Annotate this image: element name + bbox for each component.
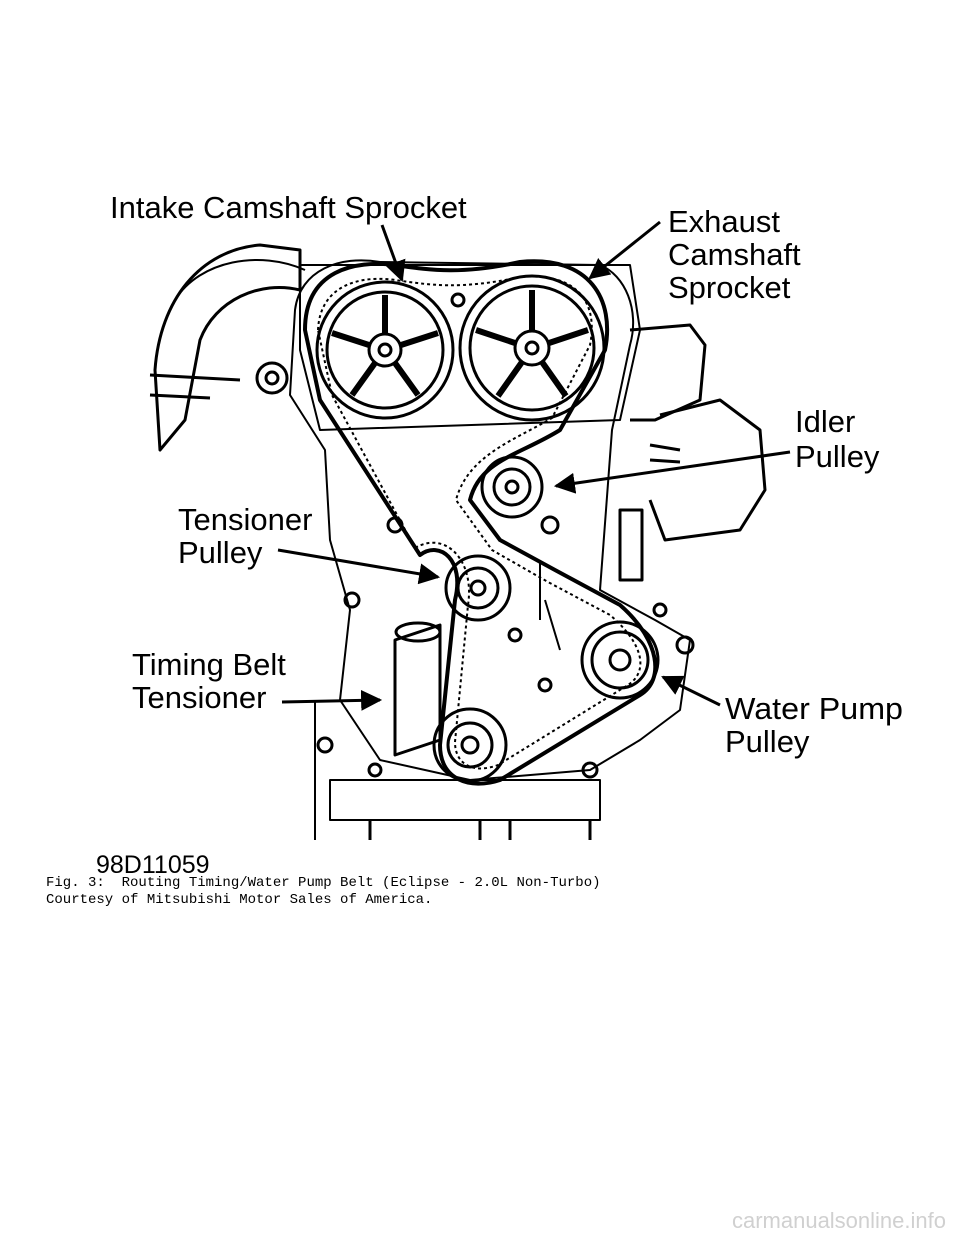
label-exhaust-line2: Camshaft (668, 237, 801, 272)
arrow-belt-tensioner (281, 689, 383, 711)
figure-code: 98D11059 (96, 851, 210, 879)
leader-arrows (277, 220, 791, 711)
label-idler-line1: Idler (795, 404, 855, 439)
label-water-pump-line1: Water Pump (725, 691, 903, 726)
label-exhaust-line3: Sprocket (668, 270, 791, 305)
label-intake-camshaft-sprocket: Intake Camshaft Sprocket (110, 190, 467, 225)
label-idler-line2: Pulley (795, 439, 880, 474)
label-timing-belt-tensioner-line2: Tensioner (132, 680, 266, 715)
arrow-tensioner-pulley (277, 548, 441, 585)
callout-labels: Intake Camshaft Sprocket Exhaust Camshaf… (96, 190, 903, 879)
label-timing-belt-tensioner-line1: Timing Belt (132, 647, 286, 682)
figure-caption: Fig. 3: Routing Timing/Water Pump Belt (… (46, 875, 601, 891)
arrow-intake (380, 224, 406, 282)
engine-illustration (149, 243, 767, 840)
label-tensioner-pulley-line1: Tensioner (178, 502, 312, 537)
watermark: carmanualsonline.info (731, 1208, 946, 1233)
label-water-pump-line2: Pulley (725, 724, 810, 759)
label-tensioner-pulley-line2: Pulley (178, 535, 263, 570)
label-exhaust-line1: Exhaust (668, 204, 780, 239)
arrow-water-pump (661, 675, 721, 707)
figure-credit: Courtesy of Mitsubishi Motor Sales of Am… (46, 892, 433, 908)
arrow-exhaust (588, 220, 661, 280)
arrow-idler (553, 450, 791, 494)
